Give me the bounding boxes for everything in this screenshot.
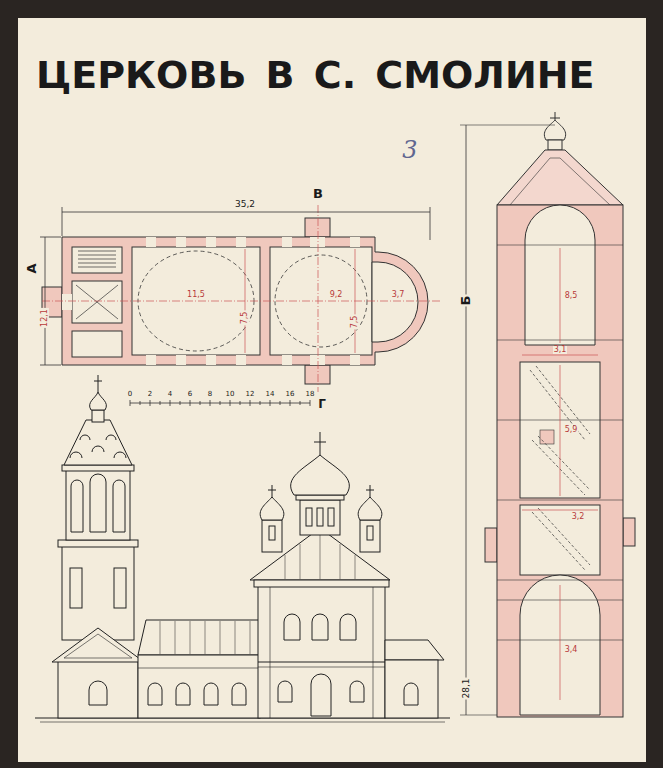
scale-bar [130, 400, 310, 406]
dimension: 35,2 [234, 200, 256, 209]
scale-number: 14 [265, 391, 276, 398]
scale-number: 12 [245, 391, 256, 398]
section-letter: Б [459, 294, 472, 306]
scale-number: 2 [147, 391, 153, 398]
scale-number: 16 [285, 391, 296, 398]
dimension: 9,2 [329, 291, 344, 299]
scale-number: 18 [305, 391, 316, 398]
dimension-lines [40, 207, 430, 365]
elevation [35, 375, 450, 722]
scale-number: 0 [127, 391, 133, 398]
dimension: 8,5 [564, 292, 579, 300]
dimension: 11,5 [186, 291, 206, 299]
dimension: 3,2 [571, 513, 586, 521]
dimension: 12,1 [41, 308, 49, 328]
section-letter: В [312, 187, 324, 200]
dimension: 7,5 [351, 315, 359, 330]
scale-number: 6 [187, 391, 193, 398]
dimension: 3,4 [564, 646, 579, 654]
dimension: 5,9 [564, 426, 579, 434]
section-dimensions [460, 125, 598, 715]
plan-axes [42, 205, 440, 392]
dimension: 28,1 [461, 677, 470, 699]
section-letter: А [25, 262, 38, 274]
section-letter: Г [317, 398, 327, 410]
scale-number: 10 [225, 391, 236, 398]
tower-section [485, 112, 635, 717]
scale-number: 4 [167, 391, 173, 398]
dimension: 7,5 [241, 311, 249, 326]
scale-number: 8 [207, 391, 213, 398]
sheet-number: 3 [401, 138, 418, 162]
dimension: 3,7 [391, 291, 406, 299]
drawing-title: ЦЕРКОВЬ В С. СМОЛИНЕ [36, 56, 594, 94]
dimension: 3,1 [553, 346, 568, 354]
paper [18, 18, 646, 762]
